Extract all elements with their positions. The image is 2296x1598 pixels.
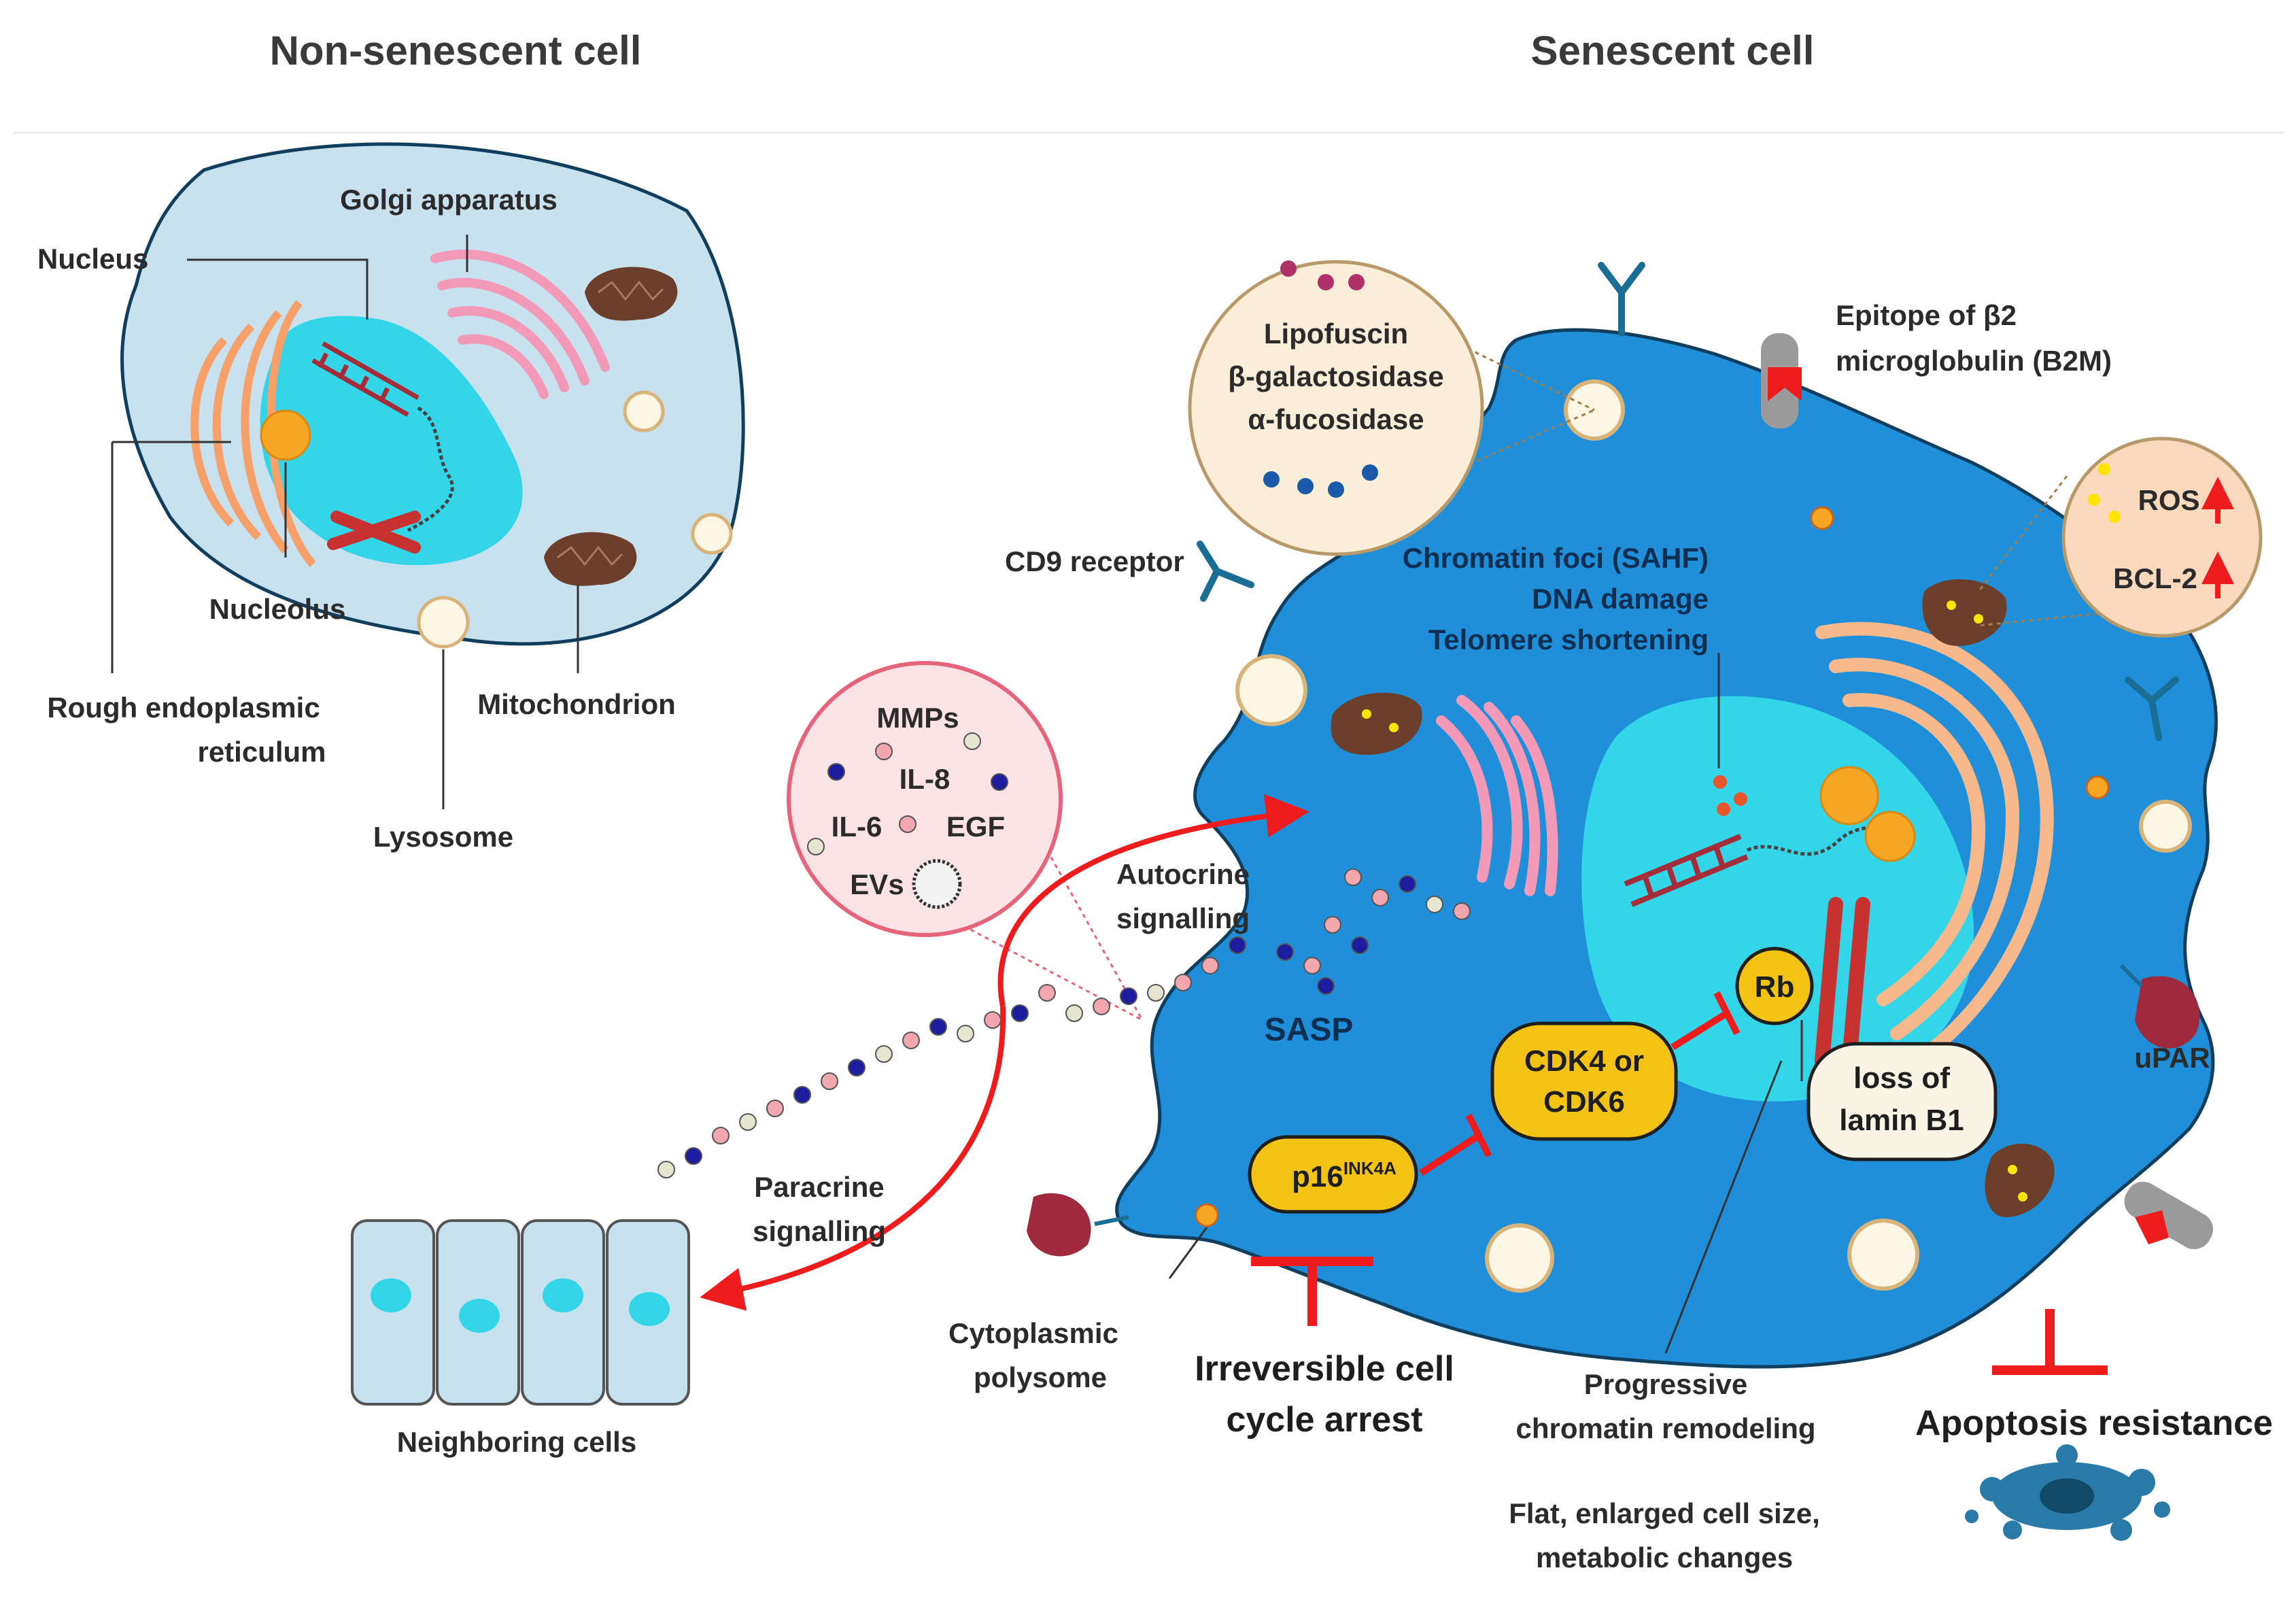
callout-evs: EVs [850,868,904,900]
rb-label: Rb [1755,970,1795,1004]
normal-lysosome-3 [417,596,470,649]
p16-label: p16INK4A [1292,1158,1397,1193]
lysosome-callout: Lipofuscin β-galactosidase α-fucosidase [1188,260,1595,556]
normal-chromatin-strand [407,406,454,532]
callout-lipofuscin: Lipofuscin [1264,318,1408,350]
upar-receptor-right [2119,964,2200,1049]
senescent-lysosomes [1235,379,2192,1293]
callout-ros: ROS [2138,484,2199,516]
inhibition-arrows [1419,991,1741,1176]
callout-il6: IL-6 [832,811,883,843]
label-flat-2: metabolic changes [1536,1542,1793,1574]
label-paracrine-1: Paracrine [754,1171,884,1203]
senescent-chromosome [1815,897,1870,1068]
label-mitochondrion: Mitochondrion [477,688,676,720]
callout-bcl2: BCL-2 [2113,562,2197,594]
normal-mitochondrion-2 [544,532,637,586]
senescent-nucleolus-2 [1864,811,1916,862]
label-chromatin-3: Telomere shortening [1428,624,1709,656]
b2m-epitope-top [1761,333,1802,428]
p16-main: p16 [1292,1160,1343,1193]
label-neighboring: Neighboring cells [397,1426,636,1458]
label-cd9: CD9 receptor [1005,545,1184,577]
label-autocrine-1: Autocrine [1116,858,1250,890]
label-remodel-1: Progressive [1584,1368,1747,1400]
lamin-node: loss of lamin B1 [1806,1042,1998,1161]
normal-lysosome-1 [623,390,665,432]
label-golgi: Golgi apparatus [340,184,558,216]
normal-lysosome-2 [691,513,733,555]
arrest-inhibit-symbol [1251,1257,1373,1326]
chromatin-foci [1713,775,1747,816]
sasp-callout: MMPs IL-8 IL-6 EGF EVs [787,661,1144,1021]
label-b2m-2: microglobulin (B2M) [1836,345,2112,377]
label-sasp: SASP [1265,1012,1354,1048]
normal-golgi [430,250,610,399]
label-nucleolus: Nucleolus [209,593,346,625]
sasp-dots-inner [1276,868,1471,995]
polysomes [1195,506,2110,1227]
cdk-node: CDK4 or CDK6 [1490,1021,1678,1141]
heading-non-senescent: Non-senescent cell [270,28,642,73]
paracrine-arrow [700,1006,1006,1311]
normal-chromosome [327,511,421,554]
neighboring-cells [351,1219,690,1406]
b2m-epitope-bottom [2124,1181,2213,1250]
lamin-label-1: loss of [1853,1061,1950,1095]
rb-node: Rb [1735,947,1814,1025]
senescent-mitochondrion-1 [1331,692,1422,755]
label-rer-line2: reticulum [197,736,326,768]
normal-leader-lines [111,235,579,809]
senescent-mitochondrion-3 [1985,1143,2055,1217]
heading-senescent: Senescent cell [1531,28,1815,73]
label-rer-line1: Rough endoplasmic [47,692,320,724]
apoptosis-inhibit-symbol [1992,1309,2108,1375]
p16-node: p16INK4A [1248,1135,1418,1214]
label-paracrine-2: signalling [753,1215,886,1247]
label-arrest-2: cycle arrest [1226,1400,1422,1440]
label-autocrine-2: signalling [1116,902,1250,934]
lamin-label-2: lamin B1 [1839,1104,1964,1137]
label-b2m-1: Epitope of β2 [1836,299,2017,331]
callout-il8: IL-8 [899,763,950,795]
normal-mitochondrion-1 [585,267,678,321]
label-arrest-1: Irreversible cell [1195,1349,1454,1389]
label-chromatin-1: Chromatin foci (SAHF) [1403,542,1709,574]
senescent-rough-er [1815,622,2054,1068]
senescent-golgi [1436,695,1558,896]
label-lysosome: Lysosome [373,821,513,853]
label-upar: uPAR [2134,1042,2210,1074]
normal-nucleus [260,316,523,566]
callout-alpha-fuc: α-fucosidase [1248,403,1424,435]
non-senescent-cell: Golgi apparatus Nucleus Nucleolus Rough … [37,142,745,853]
label-nucleus: Nucleus [37,243,148,275]
senescent-dna [1624,834,1749,907]
callout-egf: EGF [946,811,1005,843]
label-chromatin-2: DNA damage [1532,583,1709,615]
label-apoptosis: Apoptosis resistance [1915,1404,2273,1443]
autocrine-arrow [997,794,1309,1007]
normal-nucleolus [260,409,311,461]
ros-callout: ROS BCL-2 [1977,437,2263,638]
apoptotic-body-icon [1965,1444,2170,1541]
cdk-label-2: CDK6 [1543,1085,1625,1119]
sasp-dots-outer [657,936,1246,1178]
label-polysome-2: polysome [974,1361,1107,1393]
senescent-mitochondrion-2 [1922,579,2007,646]
senescent-leader-lines [1168,653,1803,1354]
cdk-label-1: CDK4 or [1524,1044,1644,1078]
label-polysome-1: Cytoplasmic [948,1317,1118,1349]
callout-mmps: MMPs [876,702,959,734]
callout-beta-gal: β-galactosidase [1228,360,1443,392]
upar-receptor-left [1027,1193,1129,1257]
label-remodel-2: chromatin remodeling [1515,1412,1815,1444]
p16-sup: INK4A [1343,1158,1397,1178]
senescent-nucleolus-1 [1819,766,1879,826]
label-flat-1: Flat, enlarged cell size, [1509,1497,1820,1529]
receptors [1197,262,2179,741]
normal-dna [311,341,419,418]
